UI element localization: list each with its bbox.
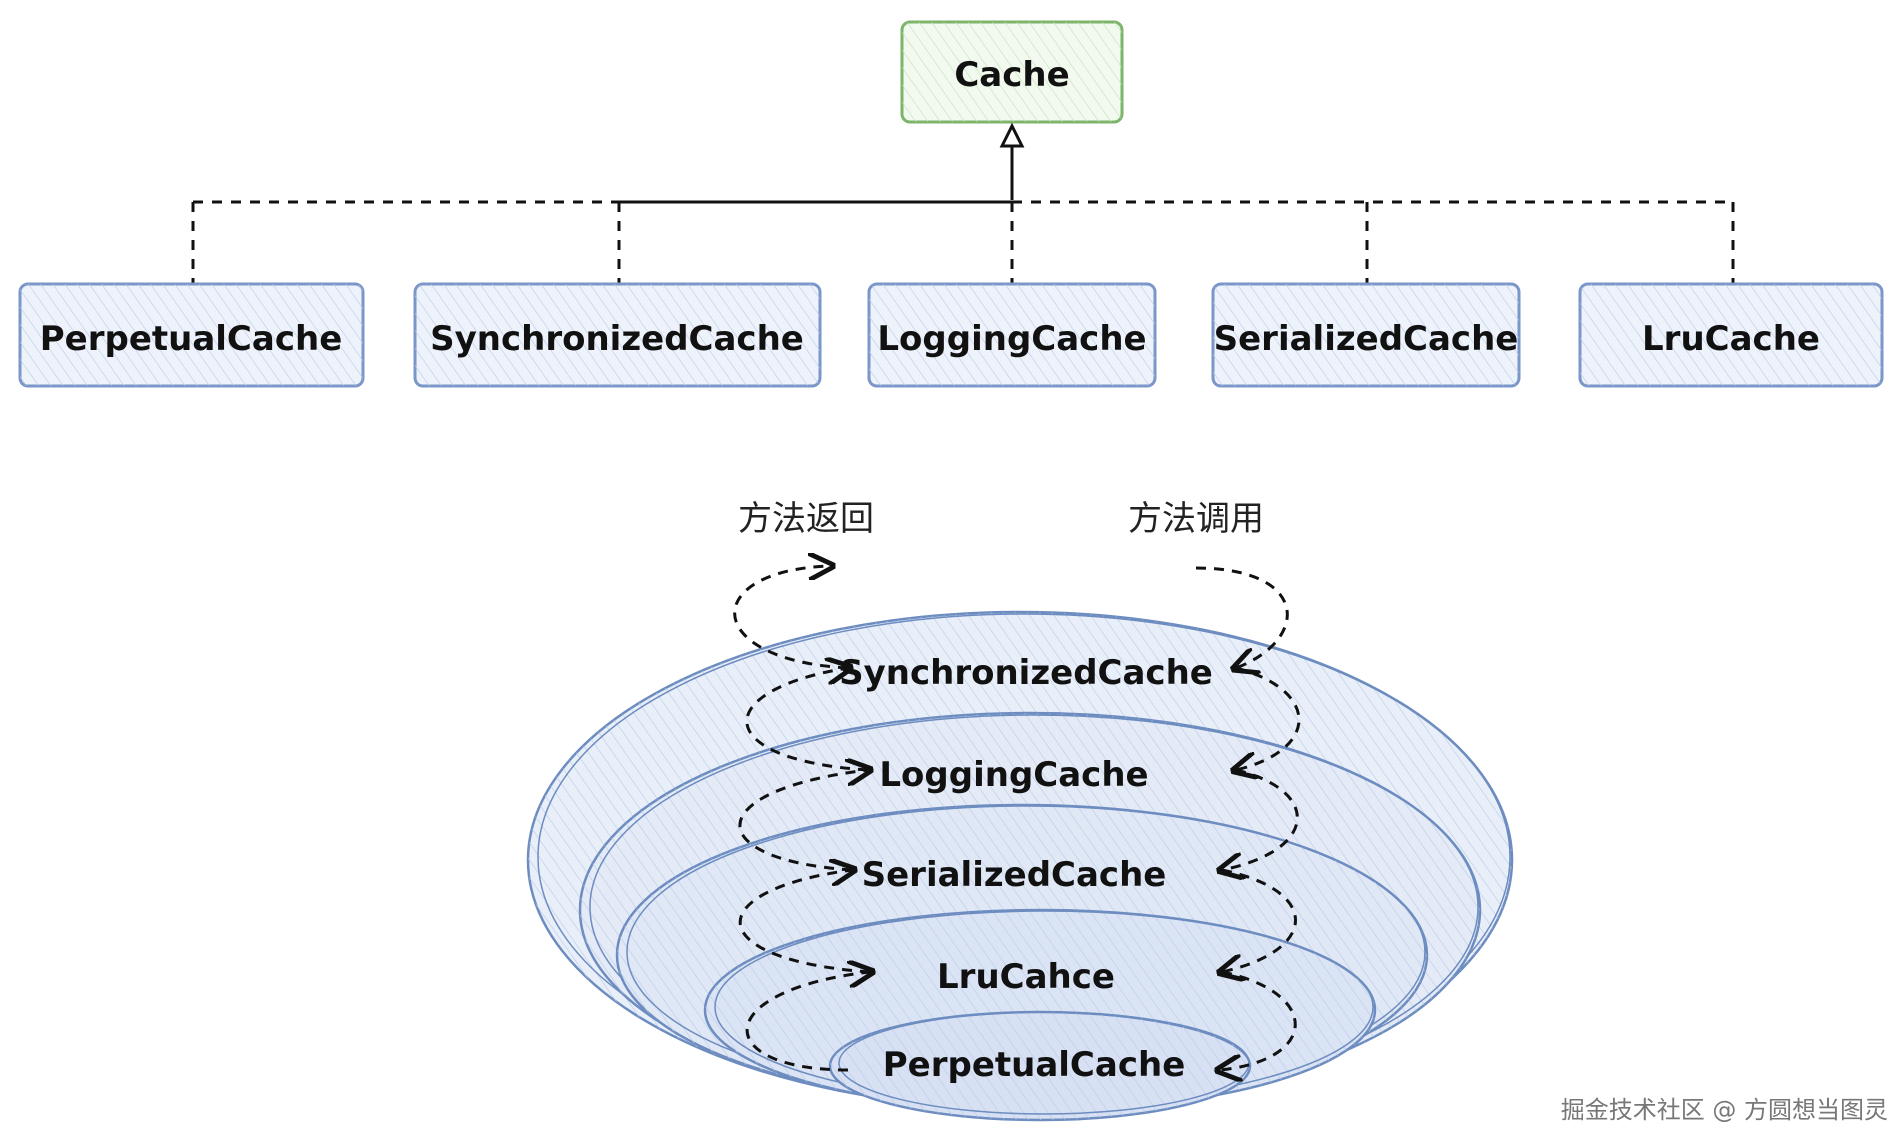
box-label: LoggingCache [877, 319, 1146, 359]
watermark: 掘金技术社区 @ 方圆想当图灵 [1561, 1096, 1888, 1124]
synchronized-cache-box: SynchronizedCache [413, 282, 822, 388]
ellipse-sketch [838, 1011, 1250, 1115]
call-path [1195, 566, 1301, 1070]
box-label: PerpetualCache [40, 319, 343, 359]
layer-ellipse-perpetual [828, 1010, 1252, 1122]
cache-box-hatch [902, 22, 1122, 122]
return-arrow-3 [738, 770, 868, 872]
perpetual-cache-box: PerpetualCache [18, 282, 365, 388]
layer-label-synchronized: SynchronizedCache [839, 653, 1213, 693]
layer-label-lru: LruCahce [937, 957, 1115, 997]
box-hatch [869, 284, 1155, 386]
method-return-label: 方法返回 [738, 499, 874, 539]
logging-cache-box: LoggingCache [867, 282, 1157, 388]
cache-box-label: Cache [954, 55, 1069, 95]
layer-label-serialized: SerializedCache [862, 855, 1167, 895]
inheritance-arrowhead [999, 122, 1025, 148]
lru-cache-box: LruCache [1578, 282, 1884, 388]
ellipse-hatch [830, 1012, 1250, 1120]
layer-label-perpetual: PerpetualCache [883, 1045, 1186, 1085]
box-label: SynchronizedCache [430, 319, 804, 359]
box-hatch [415, 284, 820, 386]
method-call-label: 方法调用 [1128, 499, 1264, 539]
box-label: SerializedCache [1214, 319, 1519, 359]
layer-label-logging: LoggingCache [879, 755, 1148, 795]
box-hatch [1580, 284, 1882, 386]
box-hatch [20, 284, 363, 386]
serialized-cache-box: SerializedCache [1211, 282, 1521, 388]
return-arrow-5 [733, 566, 849, 670]
cache-interface-box: Cache [900, 20, 1124, 124]
box-label: LruCache [1642, 319, 1820, 359]
return-arrow-4 [745, 668, 869, 772]
return-arrow-2 [738, 870, 871, 974]
call-arrow-4 [1222, 868, 1297, 972]
decorator-layers: SynchronizedCache LoggingCache Serialize… [526, 499, 1514, 1122]
call-arrow-3 [1222, 768, 1299, 870]
call-arrow-5 [1220, 970, 1297, 1070]
class-hierarchy: Cache PerpetualCache SynchronizedCache [18, 20, 1884, 388]
call-arrow-2 [1236, 666, 1301, 770]
box-hatch [1213, 284, 1519, 386]
call-arrow-1 [1195, 566, 1289, 668]
return-arrow-1 [745, 972, 870, 1072]
return-path [733, 566, 871, 1072]
